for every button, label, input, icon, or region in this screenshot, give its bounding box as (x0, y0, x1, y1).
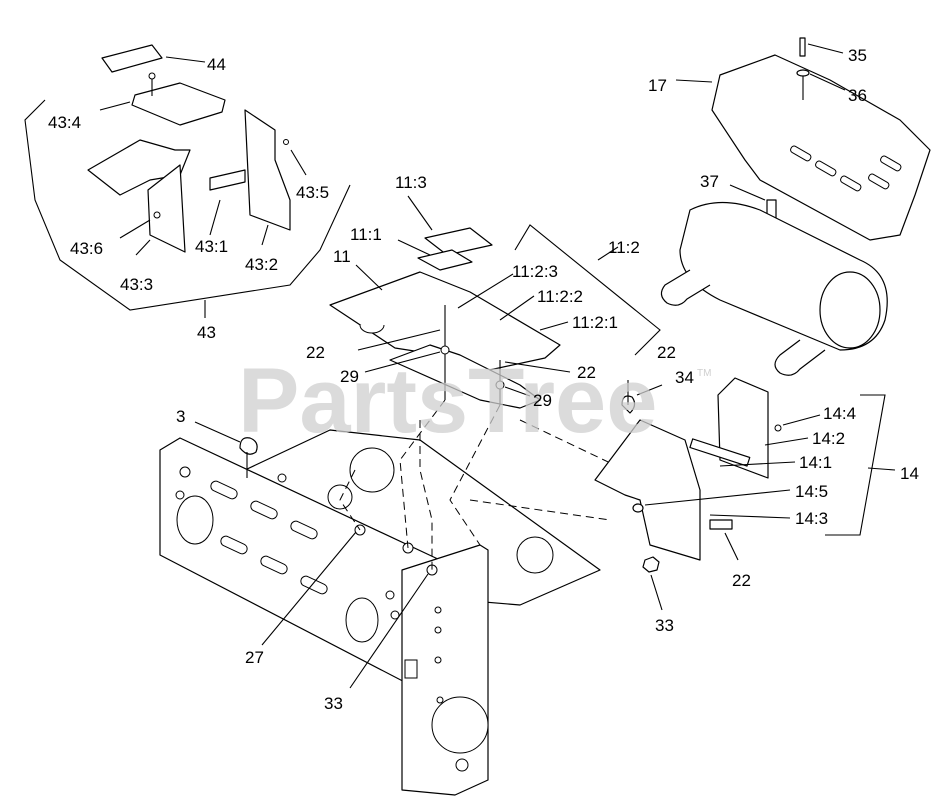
callout-43-6[interactable]: 43:6 (70, 239, 103, 258)
callout-11-1[interactable]: 11:1 (350, 225, 382, 244)
callout-43-4[interactable]: 43:4 (48, 113, 81, 132)
part-11-3-decal[interactable] (424, 227, 493, 256)
washer-icon (440, 345, 450, 355)
callout-14-5[interactable]: 14:5 (795, 482, 828, 501)
part-22-bolt[interactable] (709, 519, 733, 530)
part-44-decal[interactable] (101, 44, 163, 73)
part-43-4-top-plate[interactable] (131, 82, 226, 126)
callout-14-2[interactable]: 14:2 (812, 429, 845, 448)
callout-29-a[interactable]: 29 (340, 367, 359, 386)
part-3-knob[interactable] (239, 437, 258, 455)
callout-35[interactable]: 35 (848, 46, 867, 65)
part-11-1-decal[interactable] (417, 249, 473, 271)
callout-labels: 44 43:4 43:5 43:6 43:1 43:2 43:3 43 11:3… (48, 46, 919, 713)
muffler-assembly (660, 37, 931, 376)
muffler-inlet-pipe[interactable] (660, 269, 711, 306)
callout-22-c[interactable]: 22 (657, 343, 676, 362)
callout-22-d[interactable]: 22 (732, 571, 751, 590)
callout-3[interactable]: 3 (176, 407, 185, 426)
callout-14-3[interactable]: 14:3 (795, 509, 828, 528)
callout-43-1[interactable]: 43:1 (195, 237, 228, 256)
part-35-bolt[interactable] (799, 37, 806, 57)
part-43-lower-cover[interactable] (87, 139, 191, 196)
washer-icon (153, 211, 161, 219)
callout-44[interactable]: 44 (207, 55, 226, 74)
washer-icon (495, 380, 505, 390)
callout-11-2-1[interactable]: 11:2:1 (572, 313, 618, 332)
callout-34[interactable]: 34 (675, 368, 694, 387)
callout-11-2-3[interactable]: 11:2:3 (512, 262, 558, 281)
nut-icon (277, 473, 287, 483)
callout-33-a[interactable]: 33 (655, 616, 674, 635)
callout-17[interactable]: 17 (648, 76, 667, 95)
callout-27[interactable]: 27 (245, 648, 264, 667)
callout-14-1[interactable]: 14:1 (799, 453, 832, 472)
callout-22-b[interactable]: 22 (577, 363, 596, 382)
part-14-mount-bracket[interactable] (594, 419, 701, 561)
callout-14-4[interactable]: 14:4 (823, 404, 856, 423)
callout-43-3[interactable]: 43:3 (120, 275, 153, 294)
callout-37[interactable]: 37 (700, 172, 719, 191)
callout-11-2-2[interactable]: 11:2:2 (537, 287, 583, 306)
muffler-outlet-pipe[interactable] (774, 339, 826, 376)
group-14-bracket-assembly (594, 377, 896, 611)
callout-33-b[interactable]: 33 (324, 694, 343, 713)
screw-icon (774, 424, 782, 432)
part-43-2-bracket[interactable] (244, 109, 291, 231)
part-14-5-nut[interactable] (632, 503, 644, 513)
part-33-nut[interactable] (642, 556, 660, 573)
callout-29-b[interactable]: 29 (533, 391, 552, 410)
callout-36[interactable]: 36 (848, 86, 867, 105)
callout-43[interactable]: 43 (197, 323, 216, 342)
plate-notch (359, 324, 385, 334)
callout-43-2[interactable]: 43:2 (245, 255, 278, 274)
part-14-1-rod[interactable] (689, 438, 751, 467)
callout-11-3[interactable]: 11:3 (395, 173, 427, 192)
part-43-1-strip[interactable] (209, 169, 246, 191)
part-36-washer[interactable] (796, 69, 810, 77)
part-17-heat-shield[interactable] (711, 54, 931, 241)
callout-14[interactable]: 14 (900, 464, 919, 483)
callout-22-a[interactable]: 22 (306, 343, 325, 362)
callout-43-5[interactable]: 43:5 (296, 183, 329, 202)
main-frame-assembly (159, 399, 626, 796)
callout-11-2[interactable]: 11:2 (608, 238, 640, 257)
part-11-2-bracket[interactable] (389, 344, 541, 409)
watermark-trademark: TM (697, 368, 711, 379)
group-11-plate-assembly (329, 195, 661, 409)
callout-11[interactable]: 11 (333, 247, 351, 266)
screw-icon (148, 72, 156, 80)
screw-icon (283, 139, 289, 145)
group-43-cover-assembly (24, 44, 351, 318)
watermark-text: PartsTree (238, 350, 657, 452)
